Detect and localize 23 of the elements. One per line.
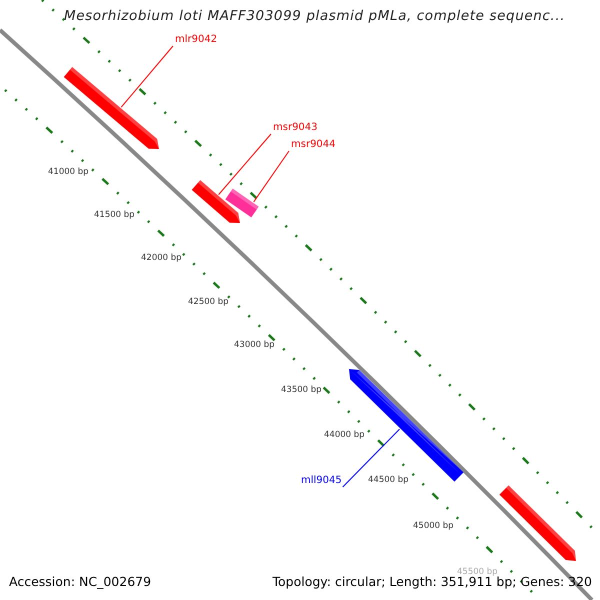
gene-label: msr9044 bbox=[291, 139, 336, 150]
leader-line bbox=[342, 428, 400, 488]
gene-arrow bbox=[349, 369, 464, 482]
gene-arrow bbox=[499, 485, 576, 561]
position-label: 42500 bp bbox=[188, 297, 229, 307]
position-label: 43000 bp bbox=[234, 340, 275, 350]
gene-arrow bbox=[64, 67, 159, 149]
position-label: 41500 bp bbox=[94, 210, 135, 220]
info-text: Accession: NC_002679 bbox=[9, 574, 152, 589]
gene-label: mll9045 bbox=[301, 475, 342, 486]
gene-label: msr9043 bbox=[273, 122, 318, 133]
position-label: 42000 bp bbox=[141, 253, 182, 263]
position-label: 45000 bp bbox=[413, 521, 454, 531]
info-text: Topology: circular; Length: 351,911 bp; Genes: 320 bbox=[272, 574, 592, 589]
leader-line bbox=[253, 150, 290, 202]
leader-line bbox=[218, 134, 272, 196]
gene-arrow bbox=[225, 188, 259, 218]
title: Mesorhizobium loti MAFF303099 plasmid pMLa, complete sequenc... bbox=[64, 8, 566, 24]
gene-label: mlr9042 bbox=[175, 34, 218, 45]
gene-arrow bbox=[192, 180, 240, 223]
position-label: 44000 bp bbox=[324, 430, 365, 440]
position-label: 44500 bp bbox=[368, 475, 409, 485]
leader-line bbox=[120, 46, 174, 108]
